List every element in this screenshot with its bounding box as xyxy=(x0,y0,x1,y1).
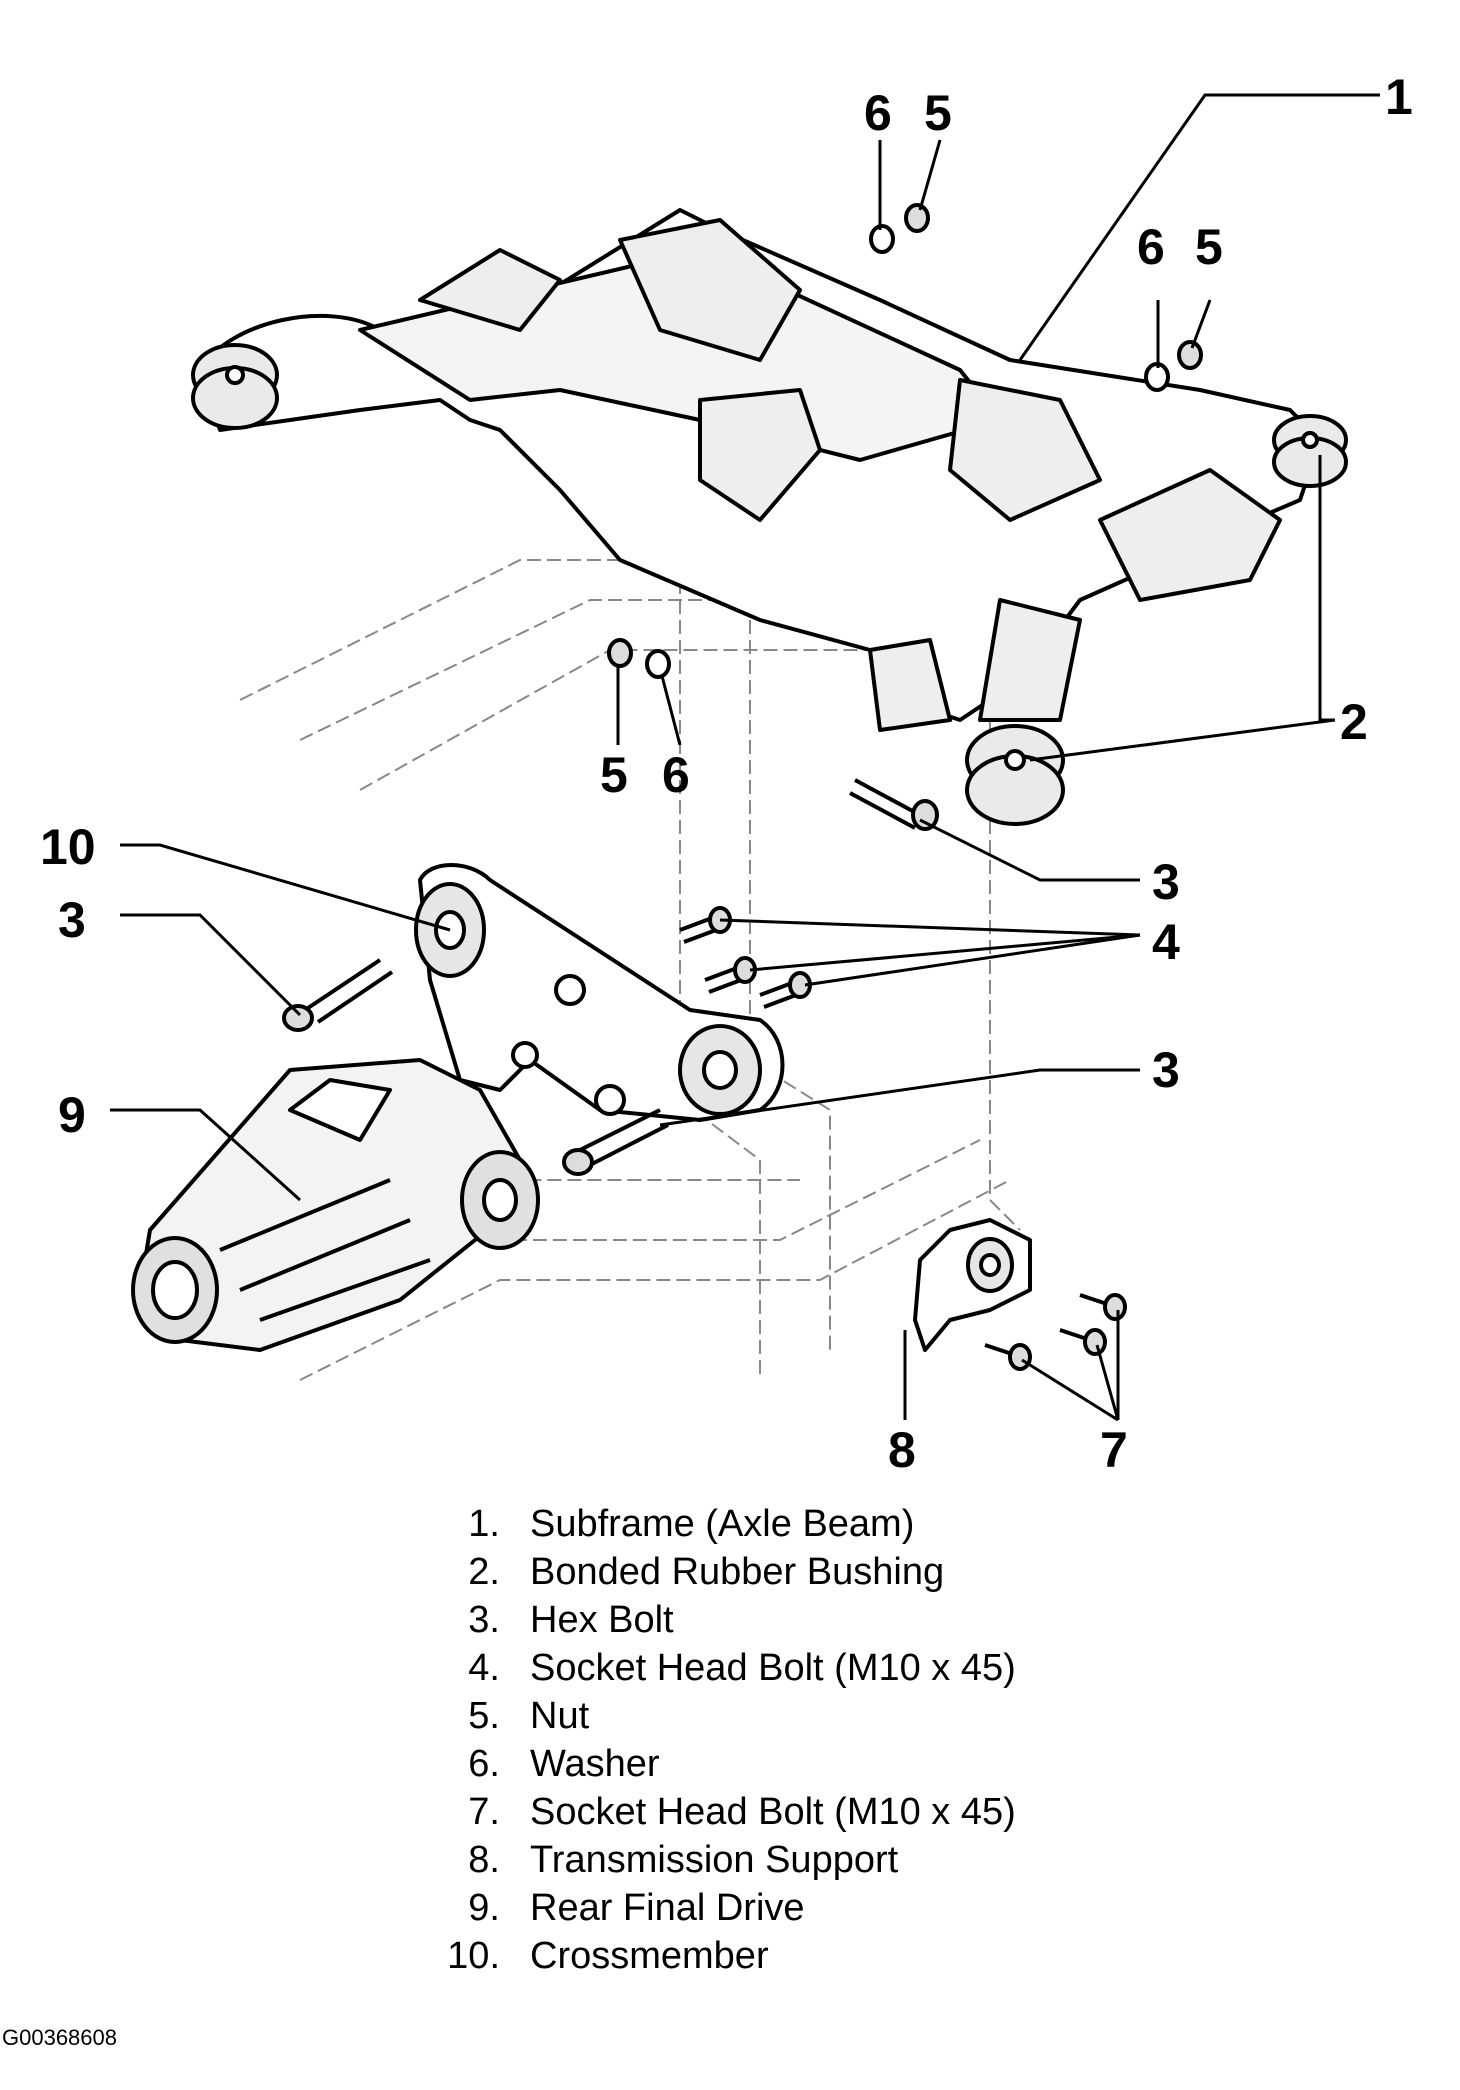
legend-label: Nut xyxy=(530,1694,590,1737)
legend-item: 6. Washer xyxy=(410,1740,1310,1788)
legend-number: 3. xyxy=(468,1598,500,1641)
callout-6-top: 6 xyxy=(864,85,892,141)
exploded-parts-diagram xyxy=(110,93,1380,1422)
bonded-rubber-bushings xyxy=(191,343,1348,826)
subframe-axle-beam xyxy=(198,208,1322,732)
legend-number: 7. xyxy=(468,1790,500,1833)
legend-number: 5. xyxy=(468,1694,500,1737)
nuts-and-washers xyxy=(607,203,1203,679)
callout-5-top: 5 xyxy=(924,85,952,141)
legend-item: 4. Socket Head Bolt (M10 x 45) xyxy=(410,1644,1310,1692)
callout-8: 8 xyxy=(888,1422,916,1478)
socket-head-bolts-4 xyxy=(679,906,812,1009)
legend-item: 8. Transmission Support xyxy=(410,1836,1310,1884)
legend-number: 9. xyxy=(468,1886,500,1929)
legend-number: 10. xyxy=(447,1934,500,1977)
callout-2: 2 xyxy=(1340,694,1368,750)
callout-10: 10 xyxy=(40,819,96,875)
callout-6-right: 6 xyxy=(1137,219,1165,275)
parts-legend: 1. Subframe (Axle Beam) 2. Bonded Rubber B… xyxy=(410,1500,1310,1980)
legend-number: 8. xyxy=(468,1838,500,1881)
leader-lines xyxy=(110,93,1380,1422)
socket-head-bolts-7 xyxy=(984,1293,1127,1371)
callout-7: 7 xyxy=(1100,1422,1128,1478)
transmission-support xyxy=(913,1218,1032,1352)
legend-label: Bonded Rubber Bushing xyxy=(530,1550,945,1593)
legend-number: 2. xyxy=(468,1550,500,1593)
legend-item: 1. Subframe (Axle Beam) xyxy=(410,1500,1310,1548)
crossmember xyxy=(414,863,785,1122)
legend-item: 9. Rear Final Drive xyxy=(410,1884,1310,1932)
callout-5-mid: 5 xyxy=(600,747,628,803)
callout-5-right: 5 xyxy=(1195,219,1223,275)
legend-item: 5. Nut xyxy=(410,1692,1310,1740)
legend-item: 3. Hex Bolt xyxy=(410,1596,1310,1644)
legend-label: Hex Bolt xyxy=(530,1598,674,1641)
callout-3-upper: 3 xyxy=(1152,854,1180,910)
legend-number: 1. xyxy=(468,1502,500,1545)
legend-label: Washer xyxy=(530,1742,660,1785)
callout-9: 9 xyxy=(58,1087,86,1143)
legend-item: 7. Socket Head Bolt (M10 x 45) xyxy=(410,1788,1310,1836)
legend-number: 6. xyxy=(468,1742,500,1785)
legend-label: Crossmember xyxy=(530,1934,769,1977)
legend-label: Transmission Support xyxy=(530,1838,899,1881)
callout-1: 1 xyxy=(1385,69,1413,125)
callout-3-lower: 3 xyxy=(1152,1042,1180,1098)
legend-label: Socket Head Bolt (M10 x 45) xyxy=(530,1790,1016,1833)
callout-6-mid: 6 xyxy=(662,747,690,803)
legend-number: 4. xyxy=(468,1646,500,1689)
legend-label: Rear Final Drive xyxy=(530,1886,805,1929)
legend-item: 2. Bonded Rubber Bushing xyxy=(410,1548,1310,1596)
legend-label: Socket Head Bolt (M10 x 45) xyxy=(530,1646,1016,1689)
callout-3-left: 3 xyxy=(58,892,86,948)
figure-id: G00368608 xyxy=(2,2025,117,2050)
legend-item: 10. Crossmember xyxy=(410,1932,1310,1980)
rear-final-drive xyxy=(131,1058,540,1352)
callout-4: 4 xyxy=(1152,914,1180,970)
hex-bolts xyxy=(282,778,939,1176)
legend-label: Subframe (Axle Beam) xyxy=(530,1502,915,1545)
